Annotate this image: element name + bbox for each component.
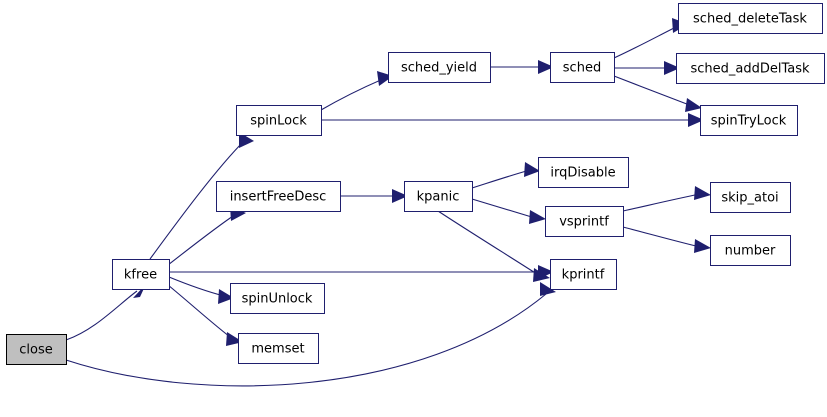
node-skip_atoi[interactable]: skip_atoi [710,182,791,213]
edge-sched-to-sched_deleteTask [613,18,688,59]
arrowhead-icon [218,289,234,304]
node-spinTryLock[interactable]: spinTryLock [700,105,798,136]
arrowhead-icon [524,162,540,177]
edge-line [437,210,541,277]
edge-line [471,169,531,189]
node-sched_deleteTask[interactable]: sched_deleteTask [678,3,823,34]
node-box[interactable] [550,52,615,83]
node-spinLock[interactable]: spinLock [236,105,322,136]
node-insertFreeDesc[interactable]: insertFreeDesc [216,181,341,212]
edge-kpanic-to-vsprintf [471,198,546,224]
edge-vsprintf-to-skip_atoi [622,186,711,212]
node-box[interactable] [236,105,322,136]
edge-kpanic-to-irqDisable [471,162,540,189]
edge-line [65,293,547,387]
node-kfree[interactable]: kfree [112,259,170,290]
node-box[interactable] [678,3,823,34]
node-box[interactable] [238,333,319,364]
node-box[interactable] [538,157,629,188]
edge-line [320,78,384,111]
arrowhead-icon [688,113,704,127]
node-irqDisable[interactable]: irqDisable [538,157,629,188]
edge-sched_yield-to-sched [490,60,554,74]
node-box[interactable] [230,283,325,314]
node-sched_addDelTask[interactable]: sched_addDelTask [676,53,825,84]
node-box[interactable] [545,206,624,237]
arrowhead-icon [540,282,556,296]
node-box[interactable] [388,52,491,83]
edge-insertFreeDesc-to-kpanic [340,189,408,203]
node-box[interactable] [710,235,791,266]
arrowhead-icon [694,239,711,253]
edge-sched-to-sched_addDelTask [614,61,680,75]
edge-line [622,226,701,248]
node-box[interactable] [6,334,67,365]
edge-sched-to-spinTryLock [613,75,702,112]
node-kpanic[interactable]: kpanic [404,181,473,212]
arrowhead-icon [392,189,408,203]
edge-line [65,290,138,341]
arrowhead-icon [533,268,550,282]
edge-vsprintf-to-number [622,226,711,253]
node-box[interactable] [676,53,825,84]
edge-line [613,75,693,107]
node-memset[interactable]: memset [238,333,319,364]
arrowhead-icon [685,98,702,112]
node-box[interactable] [710,182,791,213]
edge-close-to-kfree [65,284,146,341]
node-number[interactable]: number [710,235,791,266]
edge-spinLock-to-sched_yield [320,71,393,111]
node-sched_yield[interactable]: sched_yield [388,52,491,83]
node-vsprintf[interactable]: vsprintf [545,206,624,237]
node-box[interactable] [404,181,473,212]
node-spinUnlock[interactable]: spinUnlock [230,283,325,314]
node-box[interactable] [700,105,798,136]
arrowhead-icon [538,60,554,74]
arrowhead-icon [664,61,680,75]
node-sched[interactable]: sched [550,52,615,83]
edge-spinLock-to-spinTryLock [321,113,704,127]
node-box[interactable] [550,259,617,290]
node-close[interactable]: close [6,334,67,365]
arrowhead-icon [694,186,711,200]
edge-kfree-to-insertFreeDesc [167,206,246,266]
nodes-layer: close kfree spinLock insertFreeDesc spinUnlo… [6,3,825,365]
edge-line [613,25,679,59]
edge-line [622,193,701,212]
edge-close-to-kprintf [65,282,556,387]
edge-kpanic-to-kprintf [437,210,550,282]
arrowhead-icon [529,210,546,224]
edge-kfree-to-kprintf [169,265,554,279]
edge-line [149,139,246,260]
edge-kfree-to-spinUnlock [168,276,234,304]
edge-line [471,198,536,219]
edge-line [167,213,237,266]
node-box[interactable] [112,259,170,290]
node-box[interactable] [216,181,341,212]
node-kprintf[interactable]: kprintf [550,259,617,290]
